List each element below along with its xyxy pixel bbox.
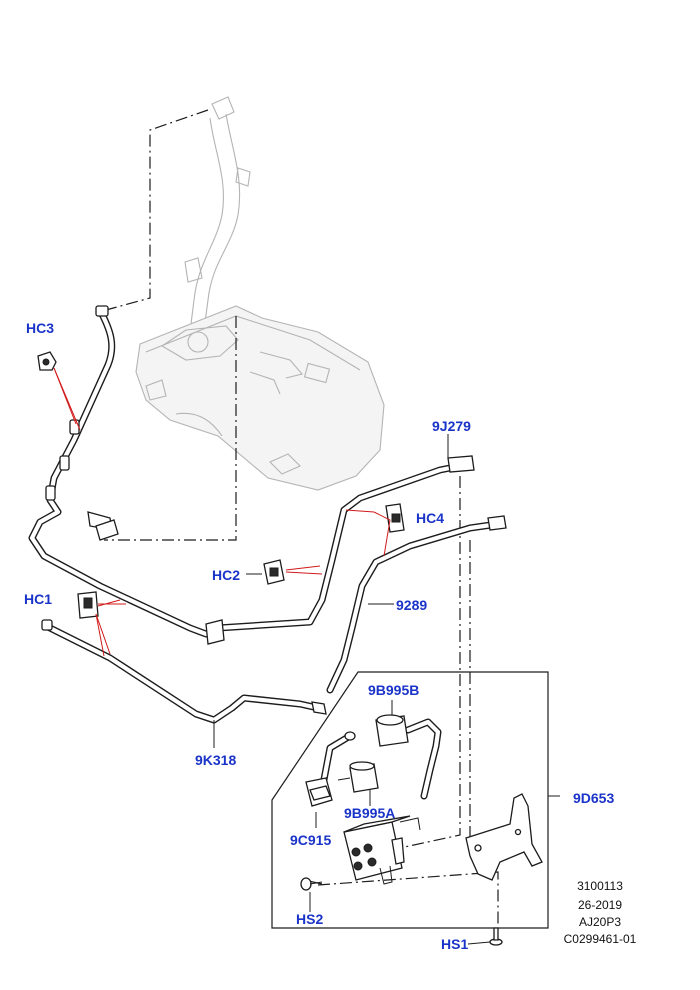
alignment-lines — [104, 109, 499, 925]
pipe-9289 — [326, 520, 502, 694]
screw-hs2 — [300, 877, 323, 891]
pipe-9k318 — [42, 622, 327, 724]
callout-9289[interactable]: 9289 — [396, 597, 428, 613]
callout-9c915[interactable]: 9C915 — [290, 832, 332, 848]
pipe-connectors — [41, 305, 507, 645]
fuel-filler-neck — [184, 96, 251, 333]
callout-9b995b[interactable]: 9B995B — [368, 682, 420, 698]
assembly-frame — [271, 671, 549, 929]
callout-hc2[interactable]: HC2 — [212, 567, 241, 583]
callout-hs1[interactable]: HS1 — [441, 936, 469, 952]
main-fuel-pipe — [28, 310, 474, 638]
callout-9d653[interactable]: 9D653 — [573, 790, 615, 806]
heat-clip-hc4-shape — [385, 503, 405, 533]
callout-9b995a[interactable]: 9B995A — [344, 805, 396, 821]
screw-hs1 — [489, 927, 503, 946]
canister-9d653 — [343, 815, 421, 885]
red-leaders — [53, 367, 391, 657]
callout-hc3[interactable]: HC3 — [26, 320, 55, 336]
reference-line-4: C0299461-01 — [563, 932, 637, 946]
reference-line-1: 3100113 — [577, 879, 623, 893]
filter-9b995a — [337, 761, 379, 793]
heat-clip-hc3-shape — [37, 351, 57, 371]
bracket — [465, 793, 543, 881]
heat-clip-hc2-shape — [263, 559, 285, 585]
callout-hc4[interactable]: HC4 — [416, 510, 445, 526]
callout-9j279[interactable]: 9J279 — [432, 418, 471, 434]
valve-9c915 — [305, 777, 333, 807]
heat-clip-hc1-shape — [77, 591, 99, 619]
reference-line-2: 26-2019 — [577, 898, 623, 912]
valve-9b995b — [318, 714, 442, 800]
fuel-tank — [135, 305, 385, 491]
callout-hc1[interactable]: HC1 — [24, 591, 53, 607]
reference-line-3: AJ20P3 — [578, 915, 622, 929]
callout-9k318[interactable]: 9K318 — [195, 752, 237, 768]
black-leaders — [213, 434, 560, 945]
callout-hs2[interactable]: HS2 — [296, 911, 324, 927]
